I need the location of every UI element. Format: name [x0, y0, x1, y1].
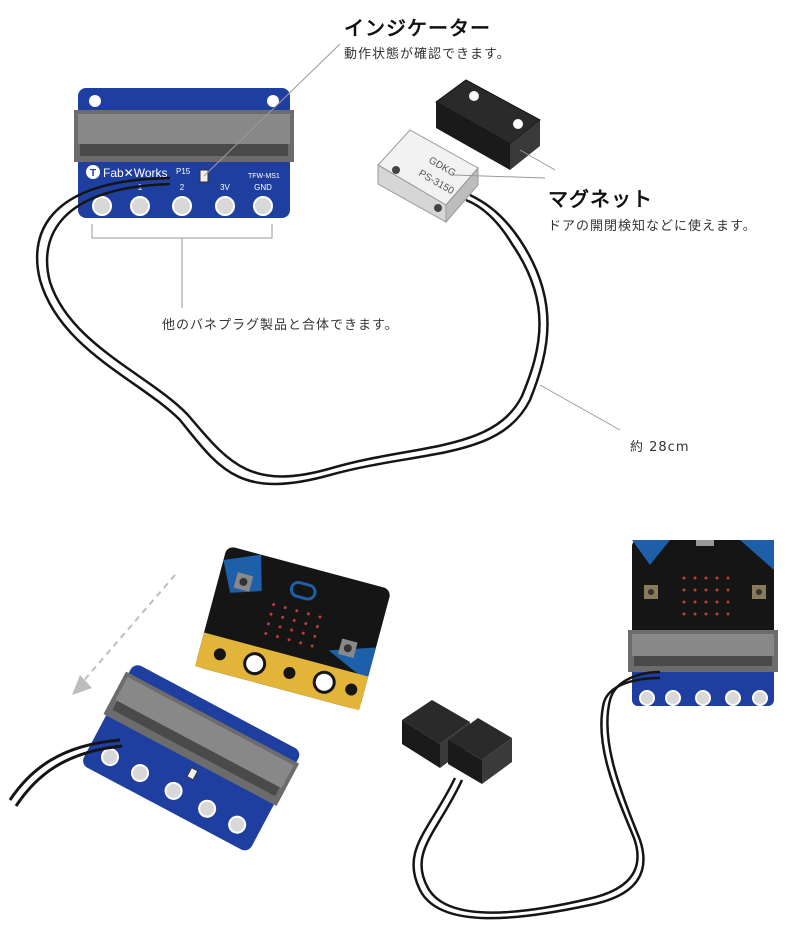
indicator-description: 動作状態が確認できます。	[344, 47, 511, 62]
assembly-arrow	[72, 574, 176, 695]
assembled-unit	[628, 540, 778, 706]
combine-description: 他のバネプラグ製品と合体できます。	[162, 318, 399, 333]
bottom-right-cable	[412, 670, 661, 920]
p15-label: P15	[176, 167, 191, 176]
pin-pads	[92, 196, 273, 216]
magnet-block	[435, 79, 541, 170]
svg-text:T: T	[90, 168, 96, 179]
reed-sensor: GDKG PS-3150	[377, 129, 479, 224]
brand-logo-icon	[86, 165, 100, 179]
pcb-tilted	[83, 665, 300, 851]
magnet-description: ドアの開閉検知などに使えます。	[548, 219, 757, 234]
svg-text:3V: 3V	[220, 183, 230, 192]
svg-text:GND: GND	[254, 183, 272, 192]
model-label: TFW-MS1	[248, 173, 280, 180]
top-pcb-board: T Fab✕Works P15 TFW-MS1 1 2 3V GND	[74, 88, 294, 218]
microbit-tilted	[194, 547, 390, 711]
bottom-left-cable	[8, 738, 123, 807]
top-cable	[35, 176, 549, 486]
indicator-title: インジケーター	[344, 16, 491, 40]
bottom-magnet-sensor	[402, 700, 512, 784]
brand-label: Fab✕Works	[103, 166, 168, 180]
magnet-title: マグネット	[548, 187, 653, 211]
svg-text:2: 2	[180, 183, 185, 192]
cable-length-label: 約 28cm	[630, 440, 690, 455]
annotation-lines	[91, 43, 621, 431]
